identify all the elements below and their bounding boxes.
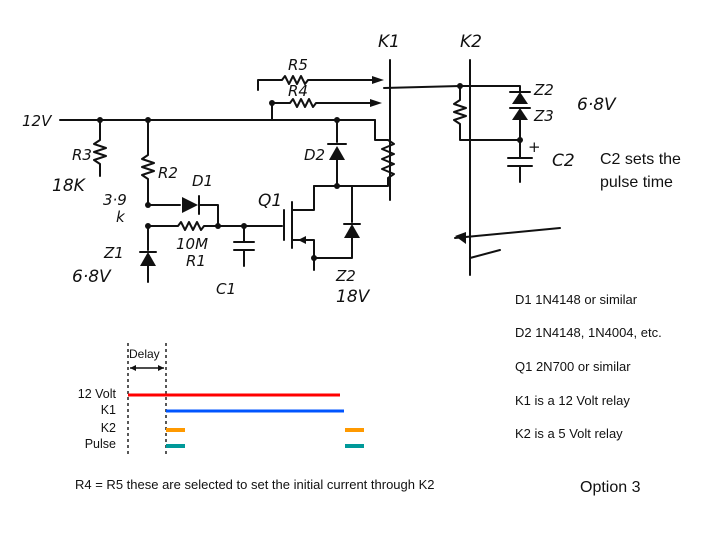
delay-arrow-right — [158, 365, 164, 371]
wire — [198, 195, 219, 227]
parts-item: D2 1N4148, 1N4004, etc. — [515, 325, 662, 340]
timing-label-pulse: Pulse — [84, 437, 116, 451]
label-z-value: 6·8V — [577, 95, 617, 115]
junction-dot — [334, 117, 340, 123]
option-label: Option 3 — [580, 479, 641, 496]
k1-armature — [383, 85, 461, 89]
wire — [509, 107, 531, 141]
wire — [469, 249, 501, 259]
c1-capacitor — [233, 225, 255, 267]
label-r2: R2 — [158, 164, 178, 182]
label-d1: D1 — [192, 172, 213, 190]
parts-item: Q1 2N700 or similar — [515, 359, 631, 374]
label-r3-value: 18K — [52, 176, 87, 196]
wire — [313, 223, 361, 271]
label-d2: D2 — [304, 146, 325, 164]
k1-coil — [351, 119, 395, 187]
c2-capacitor — [507, 139, 533, 183]
label-r2-value-a: 3·9 — [103, 191, 127, 209]
c2-note-line1: C2 sets the — [600, 151, 681, 168]
label-r1: R1 — [186, 252, 206, 270]
label-z2: Z2 — [335, 267, 356, 285]
r3-resistor — [93, 119, 107, 177]
label-r4: R4 — [288, 82, 308, 100]
k1-contact-no — [370, 99, 382, 107]
c2-note-line2: pulse time — [600, 174, 673, 191]
d2-diode — [329, 146, 345, 160]
q1-arrow — [298, 236, 306, 244]
label-r5: R5 — [288, 56, 308, 74]
delay-label: Delay — [129, 347, 160, 361]
label-k2: K2 — [460, 32, 482, 52]
junction-dot — [215, 223, 221, 229]
k2-contact — [454, 227, 561, 239]
label-12v: 12V — [22, 112, 53, 130]
r1-resistor — [147, 221, 245, 231]
label-z1-value: 6·8V — [72, 267, 112, 287]
label-z1: Z1 — [103, 244, 124, 262]
k1-contact-nc — [372, 76, 384, 84]
timing-label-k2: K2 — [100, 421, 116, 435]
parts-item: D1 1N4148 or similar — [515, 292, 638, 307]
label-c2: C2 — [552, 151, 575, 171]
label-z2-right: Z2 — [533, 81, 554, 99]
label-z2-value: 18V — [336, 287, 371, 307]
d1-diode — [182, 197, 198, 213]
k2-contact-arrow — [455, 232, 466, 244]
z1-zener — [140, 252, 156, 266]
label-z3: Z3 — [533, 107, 554, 125]
z3-zener — [512, 108, 528, 120]
parts-item: K2 is a 5 Volt relay — [515, 426, 623, 441]
wire — [313, 185, 353, 197]
z2-zener-right — [512, 92, 528, 104]
label-r3: R3 — [72, 146, 92, 164]
r2-resistor — [141, 119, 155, 206]
label-c1: C1 — [216, 280, 236, 298]
z2-zener — [344, 224, 360, 238]
label-c2-plus: + — [528, 138, 541, 156]
timing-label-k1: K1 — [100, 403, 116, 417]
r4-resistor — [271, 98, 371, 121]
delay-arrow-left — [130, 365, 136, 371]
label-r1-value: 10M — [176, 235, 208, 253]
footnote: R4 = R5 these are selected to set the in… — [75, 477, 435, 492]
timing-label-12-volt: 12 Volt — [77, 387, 116, 401]
label-q1: Q1 — [258, 191, 282, 211]
wire — [459, 85, 521, 93]
wire — [139, 251, 157, 283]
label-k1: K1 — [378, 32, 400, 52]
q1-terminals — [291, 185, 315, 259]
parts-item: K1 is a 12 Volt relay — [515, 393, 630, 408]
label-r2-value-b: k — [116, 208, 126, 226]
k2-coil — [453, 85, 521, 141]
r5-resistor — [257, 75, 373, 91]
